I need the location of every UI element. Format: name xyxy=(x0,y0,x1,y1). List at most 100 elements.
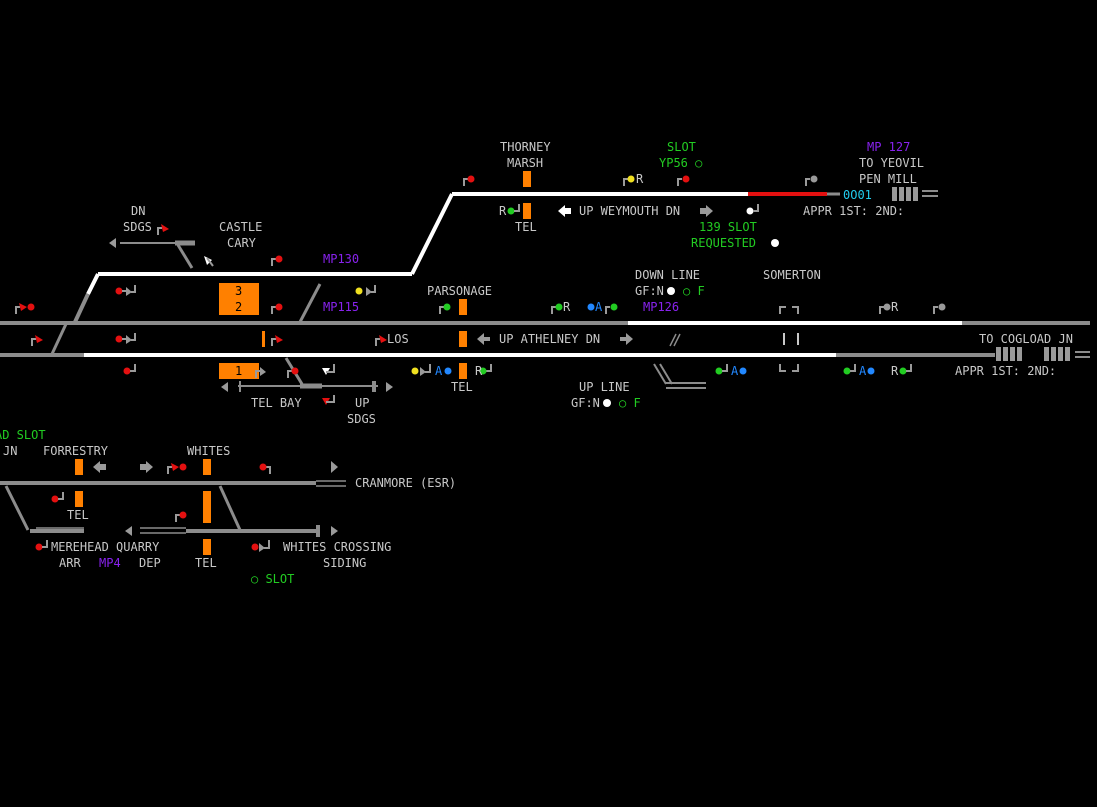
track-whites-diag[interactable] xyxy=(218,485,242,531)
signal-post-39 xyxy=(167,466,172,474)
ground-frame-normal-1[interactable] xyxy=(667,287,675,295)
signal-green-1[interactable] xyxy=(507,207,515,215)
signal-post-28 xyxy=(255,370,260,378)
signal-green-3[interactable] xyxy=(555,303,563,311)
signal-post-16 xyxy=(551,306,556,314)
signal-white-1[interactable] xyxy=(746,207,754,215)
label-r-1: R xyxy=(563,300,571,314)
signal-shunt-15[interactable] xyxy=(259,543,265,552)
signal-blue-1[interactable] xyxy=(587,303,595,311)
signal-shunt-1[interactable] xyxy=(161,224,169,232)
signal-shunt-12[interactable] xyxy=(420,367,426,376)
signal-red-1[interactable] xyxy=(467,175,475,183)
signal-shunt-6[interactable] xyxy=(35,335,43,343)
signal-shunt-8[interactable] xyxy=(275,335,283,343)
signal-post-31 xyxy=(425,364,431,373)
berth-3-2[interactable] xyxy=(219,283,259,315)
track-crossover-left[interactable] xyxy=(50,323,68,355)
signal-red-11[interactable] xyxy=(259,463,267,471)
arrow-right-icon xyxy=(331,461,338,473)
label-castle: CASTLE xyxy=(219,220,263,234)
signal-green-2[interactable] xyxy=(443,303,451,311)
arrow-layer xyxy=(93,205,713,536)
signal-red-10[interactable] xyxy=(179,463,187,471)
signal-green-8[interactable] xyxy=(899,367,907,375)
signal-post-11 xyxy=(131,285,136,293)
signal-red-7[interactable] xyxy=(115,335,123,343)
label-up-weymouth: UP WEYMOUTH DN xyxy=(579,204,681,218)
label-gf-f-2[interactable]: ○ F xyxy=(619,396,641,410)
signal-shunt-3[interactable] xyxy=(126,287,132,296)
track-castle-cary-diag[interactable] xyxy=(86,273,100,295)
signal-red-4[interactable] xyxy=(115,287,123,295)
signal-post-6 xyxy=(753,204,759,212)
signal-red-15[interactable] xyxy=(251,543,259,551)
berth-1[interactable] xyxy=(219,363,259,379)
label-r-weym: R xyxy=(499,204,507,218)
signal-blue-2[interactable] xyxy=(444,367,452,375)
label-to-cogload: TO COGLOAD JN xyxy=(979,332,1073,346)
signal-green-6[interactable] xyxy=(715,367,723,375)
signal-red-14[interactable] xyxy=(35,543,43,551)
signal-post-17 xyxy=(605,306,610,314)
track-weymouth-diag[interactable] xyxy=(410,193,454,275)
signal-red-6[interactable] xyxy=(275,303,283,311)
signal-red-3[interactable] xyxy=(275,255,283,263)
signal-shunt-14[interactable] xyxy=(171,463,179,471)
appr-yeovil-4 xyxy=(913,187,918,201)
signal-grey-2[interactable] xyxy=(883,303,891,311)
signal-green-4[interactable] xyxy=(610,303,618,311)
signal-red-9[interactable] xyxy=(291,367,299,375)
ground-frame-normal-2[interactable] xyxy=(603,399,611,407)
arrow-left-icon xyxy=(125,526,132,536)
signal-yellow-3[interactable] xyxy=(411,367,419,375)
block-thorney-tel xyxy=(523,203,531,219)
signal-blue-3[interactable] xyxy=(739,367,747,375)
signal-red-8[interactable] xyxy=(123,367,131,375)
signal-post-7 xyxy=(157,227,162,235)
slot-requested-indicator[interactable] xyxy=(771,239,779,247)
berth-2: 2 xyxy=(235,300,243,314)
label-jn: JN xyxy=(3,444,18,458)
signal-blue-4[interactable] xyxy=(867,367,875,375)
label-yp56[interactable]: YP56 ○ xyxy=(659,156,703,170)
signal-yellow-1[interactable] xyxy=(627,175,635,183)
track-merehead-diag[interactable] xyxy=(4,485,30,531)
signal-yellow-2[interactable] xyxy=(355,287,363,295)
signal-red-2[interactable] xyxy=(682,175,690,183)
label-mp115: MP115 xyxy=(323,300,360,314)
signal-shunt-5[interactable] xyxy=(19,303,27,311)
label-to-yeovil: TO YEOVIL xyxy=(859,156,925,170)
track-up-line-diag xyxy=(653,363,667,385)
track-layer xyxy=(0,190,1090,537)
signal-post-15 xyxy=(439,306,444,314)
signal-shunt-9[interactable] xyxy=(379,335,387,343)
signal-shunt-10[interactable] xyxy=(260,367,266,376)
signal-post-1 xyxy=(463,178,468,186)
signal-shunt-4[interactable] xyxy=(366,287,372,296)
label-parsonage: PARSONAGE xyxy=(427,284,493,298)
label-sdgs-2: SDGS xyxy=(347,412,376,426)
signal-shunt-7[interactable] xyxy=(126,335,132,344)
signal-red-5[interactable] xyxy=(27,303,35,311)
track-crossover-mid[interactable] xyxy=(298,283,322,323)
signal-post-24 xyxy=(131,333,136,341)
signal-red-12[interactable] xyxy=(51,495,59,503)
signal-red-13[interactable] xyxy=(179,511,187,519)
arrow-left-icon xyxy=(109,238,116,248)
appr-cogload-4 xyxy=(1017,347,1022,361)
signal-post-8 xyxy=(206,257,214,267)
label-slot-bottom[interactable]: ○ SLOT xyxy=(251,572,295,586)
signal-grey-3[interactable] xyxy=(938,303,946,311)
label-a-1: A xyxy=(595,300,603,314)
track-castle-cary-diag-grey[interactable] xyxy=(73,293,90,323)
signal-green-5[interactable] xyxy=(479,367,487,375)
block-tel-4 xyxy=(203,539,211,555)
label-gf-f-1[interactable]: ○ F xyxy=(683,284,705,298)
signal-post-36 xyxy=(850,364,856,372)
signal-green-7[interactable] xyxy=(843,367,851,375)
berth-headcode[interactable]: 0O01 xyxy=(843,188,872,202)
signal-grey-1[interactable] xyxy=(810,175,818,183)
track-up-line-diag-2 xyxy=(659,363,673,385)
